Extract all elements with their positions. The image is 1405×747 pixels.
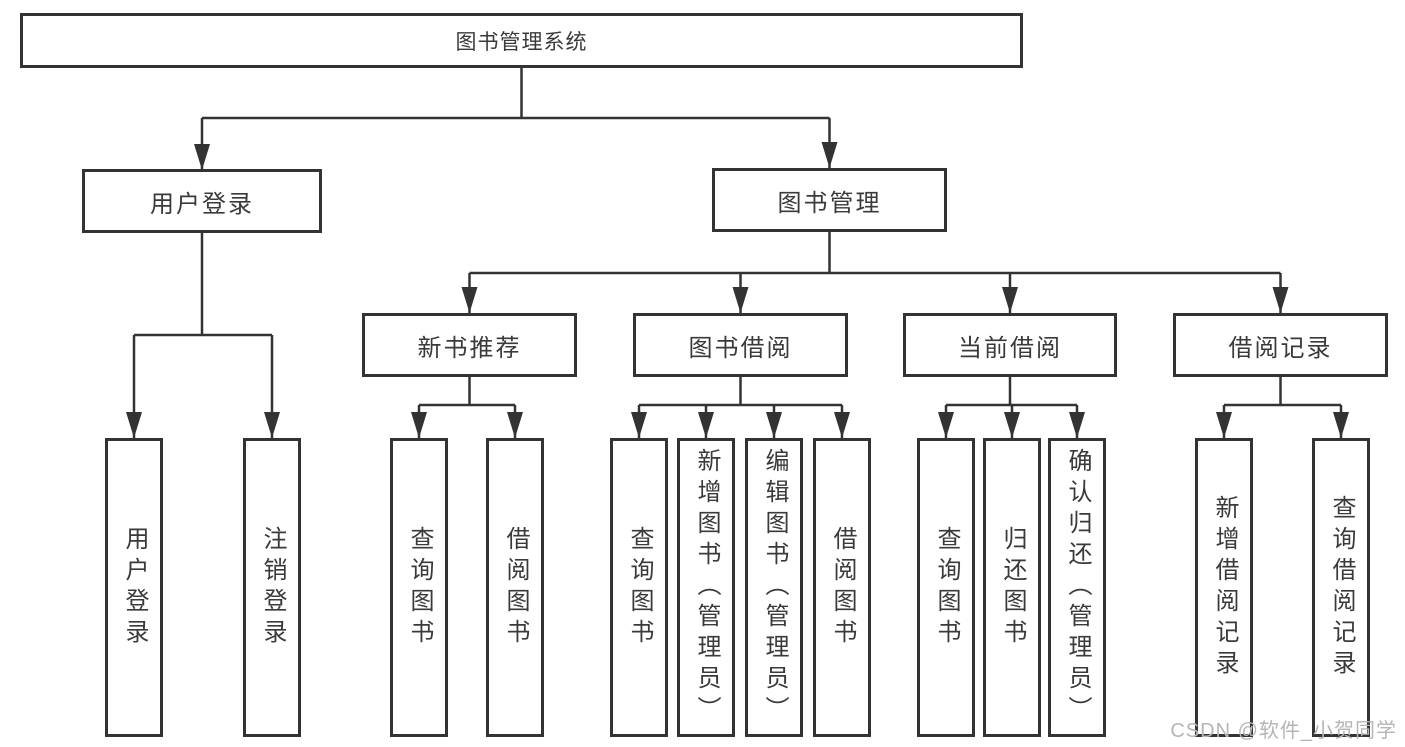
leaf-label: 用户登录: [121, 525, 148, 650]
leaf-query-borrow-record: 查询借阅记录: [1312, 438, 1370, 737]
node-book-borrowing: 图书借阅: [633, 313, 848, 377]
leaf-add-books-admin: 新增图书（管理员）: [677, 438, 735, 737]
leaf-label: 注销登录: [259, 525, 286, 650]
leaf-query-books-borrowing: 查询图书: [610, 438, 668, 737]
leaf-query-books-current: 查询图书: [917, 438, 975, 737]
leaf-add-borrow-record: 新增借阅记录: [1195, 438, 1253, 737]
leaf-return-books: 归还图书: [983, 438, 1041, 737]
leaf-logout: 注销登录: [243, 438, 301, 737]
leaf-label: 新增借阅记录: [1211, 494, 1238, 681]
leaf-label: 查询图书: [406, 525, 433, 650]
node-label: 图书管理: [777, 189, 882, 217]
leaf-borrow-books-recommend: 借阅图书: [486, 438, 544, 737]
node-label: 图书借阅: [688, 334, 793, 362]
leaf-user-login: 用户登录: [105, 438, 163, 737]
node-label: 新书推荐: [417, 334, 522, 362]
leaf-borrow-books-borrowing: 借阅图书: [813, 438, 871, 737]
leaf-label: 编辑图书（管理员）: [761, 448, 788, 727]
node-label: 用户登录: [150, 190, 254, 218]
node-current-borrowing: 当前借阅: [903, 313, 1117, 377]
leaf-label: 新增图书（管理员）: [693, 448, 720, 727]
connector-lines: [134, 68, 1341, 407]
node-borrowing-records: 借阅记录: [1173, 313, 1388, 377]
leaf-edit-books-admin: 编辑图书（管理员）: [745, 438, 803, 737]
leaf-label: 归还图书: [999, 525, 1026, 650]
arrow-drops: [126, 118, 1349, 438]
node-book-management: 图书管理: [712, 168, 947, 232]
node-user-login: 用户登录: [82, 169, 322, 233]
leaf-confirm-return-admin: 确认归还（管理员）: [1048, 438, 1106, 737]
node-label: 图书管理系统: [455, 30, 588, 54]
node-label: 借阅记录: [1228, 334, 1333, 362]
leaf-query-books-recommend: 查询图书: [390, 438, 448, 737]
leaf-label: 借阅图书: [829, 525, 856, 650]
leaf-label: 查询借阅记录: [1328, 494, 1355, 681]
node-library-management-system: 图书管理系统: [20, 13, 1023, 68]
leaf-label: 确认归还（管理员）: [1064, 448, 1091, 727]
leaf-label: 借阅图书: [502, 525, 529, 650]
node-label: 当前借阅: [958, 334, 1062, 362]
leaf-label: 查询图书: [933, 525, 960, 650]
node-new-book-recommendation: 新书推荐: [362, 313, 577, 377]
csdn-watermark: CSDN @软件_小贺同学: [1170, 720, 1397, 742]
leaf-label: 查询图书: [626, 525, 653, 650]
